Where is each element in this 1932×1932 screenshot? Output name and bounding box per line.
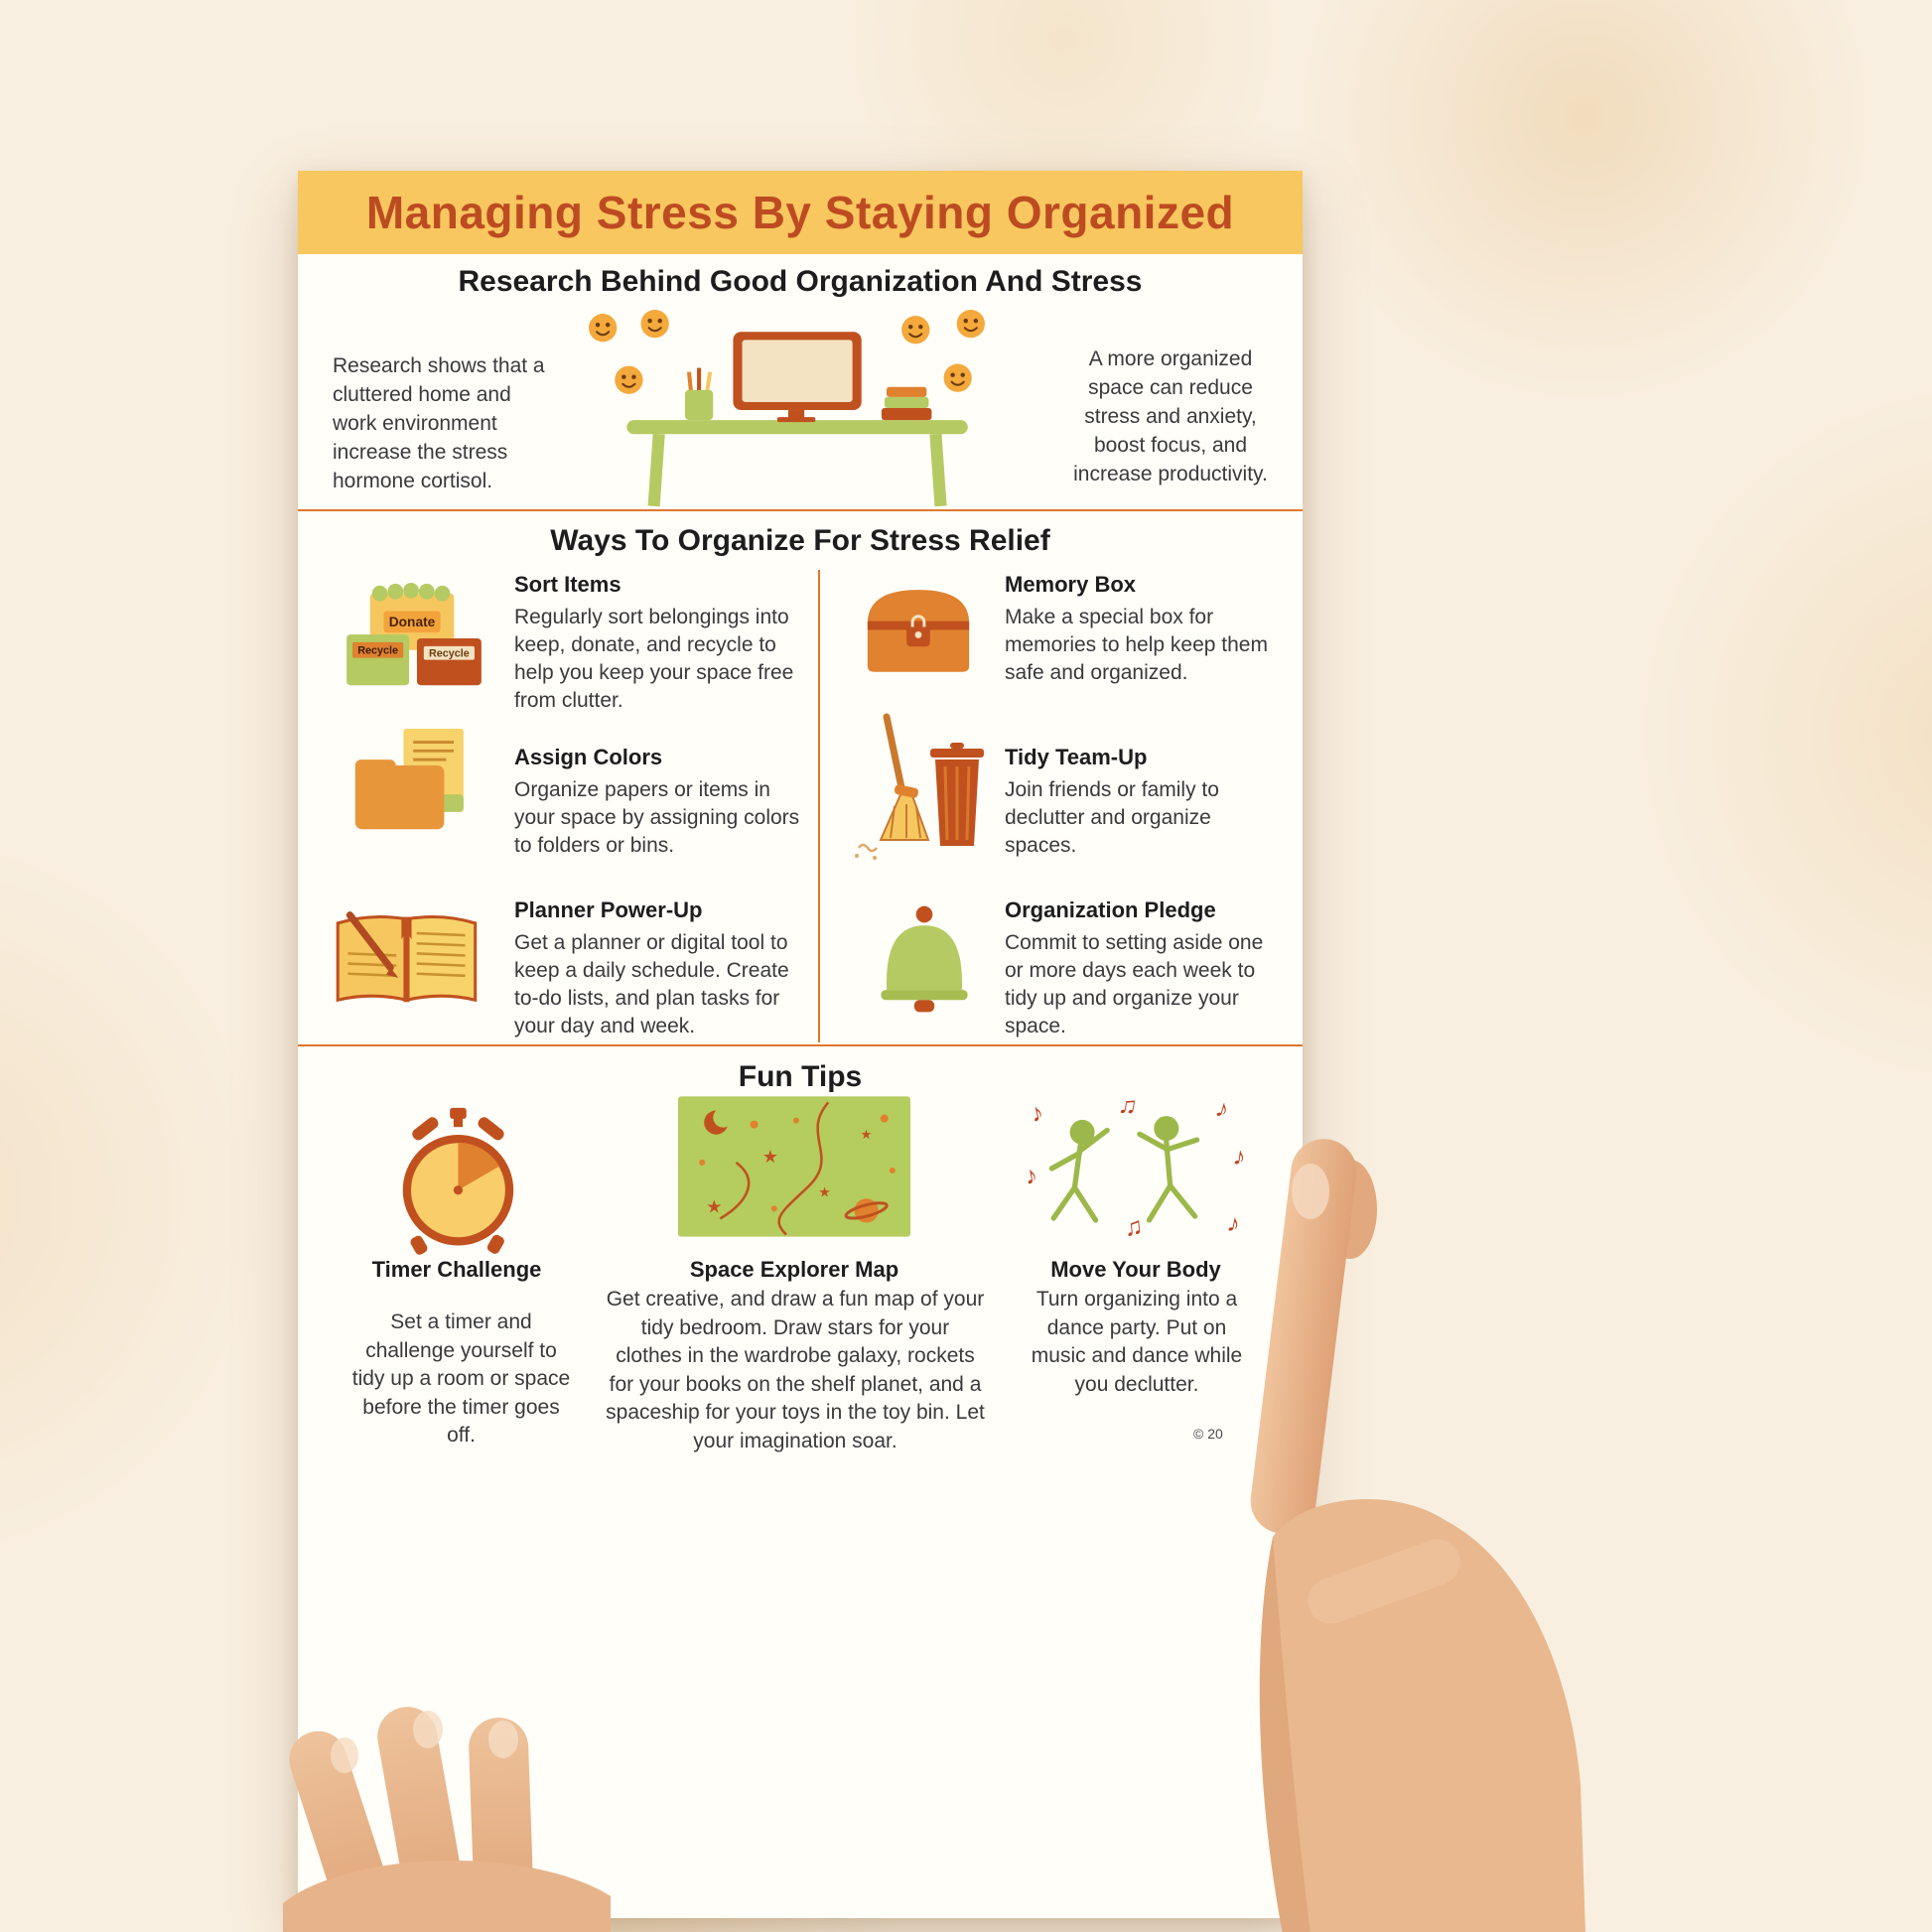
broom-trashcan-icon: [844, 713, 985, 862]
poster-title: Managing Stress By Staying Organized: [365, 187, 1235, 238]
donate-label: Donate: [389, 615, 436, 629]
way-item-organization-pledge: Organization Pledge Commit to setting as…: [1005, 897, 1267, 1041]
left-hand: [283, 1707, 611, 1932]
fun-tip-text-space-map: Get creative, and draw a fun map of your…: [606, 1288, 985, 1452]
way-item-title: Planner Power-Up: [514, 897, 703, 922]
fun-tip-title-timer: Timer Challenge: [371, 1257, 542, 1282]
fun-tips-heading: Fun Tips: [738, 1060, 863, 1093]
bell-icon: [874, 890, 975, 1029]
svg-text:♫: ♫: [1116, 1092, 1139, 1121]
ways-heading: Ways To Organize For Stress Relief: [550, 524, 1050, 557]
right-hand: [1250, 1139, 1586, 1932]
section-divider: [298, 509, 1303, 511]
way-item-title: Sort Items: [514, 572, 621, 597]
way-item-text: Join friends or family to declutter and …: [1005, 778, 1219, 858]
way-item-memory-box: Memory Box Make a special box for memori…: [1005, 572, 1273, 687]
infographic-poster: Managing Stress By Staying Organized Res…: [298, 171, 1303, 1918]
recycle-left-label: Recycle: [357, 645, 398, 657]
way-item-assign-colors: Assign Colors Organize papers or items i…: [514, 745, 802, 860]
way-item-sort-items: Sort Items Regularly sort belongings int…: [514, 572, 802, 716]
recycle-right-label: Recycle: [429, 648, 470, 660]
planner-notebook-icon: [326, 892, 492, 1027]
research-right-text: A more organized space can reduce stress…: [1073, 347, 1268, 485]
fun-tip-title-space-map: Space Explorer Map: [689, 1257, 899, 1282]
way-item-title: Tidy Team-Up: [1005, 745, 1148, 769]
memory-chest-icon: [860, 582, 977, 675]
space-map-icon: ★ ★ ★ ★: [678, 1096, 910, 1237]
research-heading: Research Behind Good Organization And St…: [458, 265, 1143, 298]
dancing-figures-icon: ♪ ♫ ♪ ♪ ♪ ♫ ♪: [1017, 1092, 1255, 1245]
copyright-text: © 20: [1193, 1426, 1223, 1442]
svg-text:★: ★: [818, 1183, 831, 1199]
fun-tip-text-move-your-body: Turn organizing into a dance party. Put …: [1031, 1288, 1243, 1396]
svg-text:♪: ♪: [1023, 1161, 1039, 1190]
svg-text:★: ★: [861, 1127, 873, 1142]
way-item-title: Organization Pledge: [1005, 897, 1216, 922]
svg-text:♪: ♪: [1212, 1094, 1232, 1124]
way-item-text: Regularly sort belongings into keep, don…: [514, 606, 794, 713]
svg-text:♪: ♪: [1028, 1098, 1046, 1128]
svg-text:★: ★: [762, 1147, 778, 1167]
way-item-text: Organize papers or items in your space b…: [514, 778, 800, 858]
way-item-text: Make a special box for memories to help …: [1005, 606, 1268, 685]
fun-tip-text-timer: Set a timer and challenge yourself to ti…: [351, 1311, 571, 1448]
svg-text:♪: ♪: [1225, 1209, 1243, 1239]
svg-text:♪: ♪: [1231, 1142, 1247, 1171]
way-item-title: Memory Box: [1005, 572, 1137, 597]
poster-header-band: Managing Stress By Staying Organized: [298, 171, 1303, 254]
way-item-tidy-team-up: Tidy Team-Up Join friends or family to d…: [1005, 745, 1271, 860]
way-item-title: Assign Colors: [514, 745, 663, 769]
folder-papers-icon: [352, 727, 489, 838]
research-left-text: Research shows that a cluttered home and…: [333, 354, 545, 492]
fun-tip-title-move-your-body: Move Your Body: [1050, 1257, 1221, 1282]
svg-text:♫: ♫: [1123, 1212, 1145, 1242]
column-divider: [818, 570, 820, 1042]
section-divider: [298, 1044, 1303, 1046]
svg-text:★: ★: [706, 1196, 722, 1216]
desk-illustration-icon: [584, 308, 997, 508]
timer-icon: [387, 1106, 528, 1257]
way-item-planner-power-up: Planner Power-Up Get a planner or digita…: [514, 897, 804, 1041]
sort-boxes-icon: Donate Recycle Recycle: [340, 580, 488, 697]
way-item-text: Commit to setting aside one or more days…: [1005, 931, 1264, 1038]
way-item-text: Get a planner or digital tool to keep a …: [514, 931, 789, 1038]
